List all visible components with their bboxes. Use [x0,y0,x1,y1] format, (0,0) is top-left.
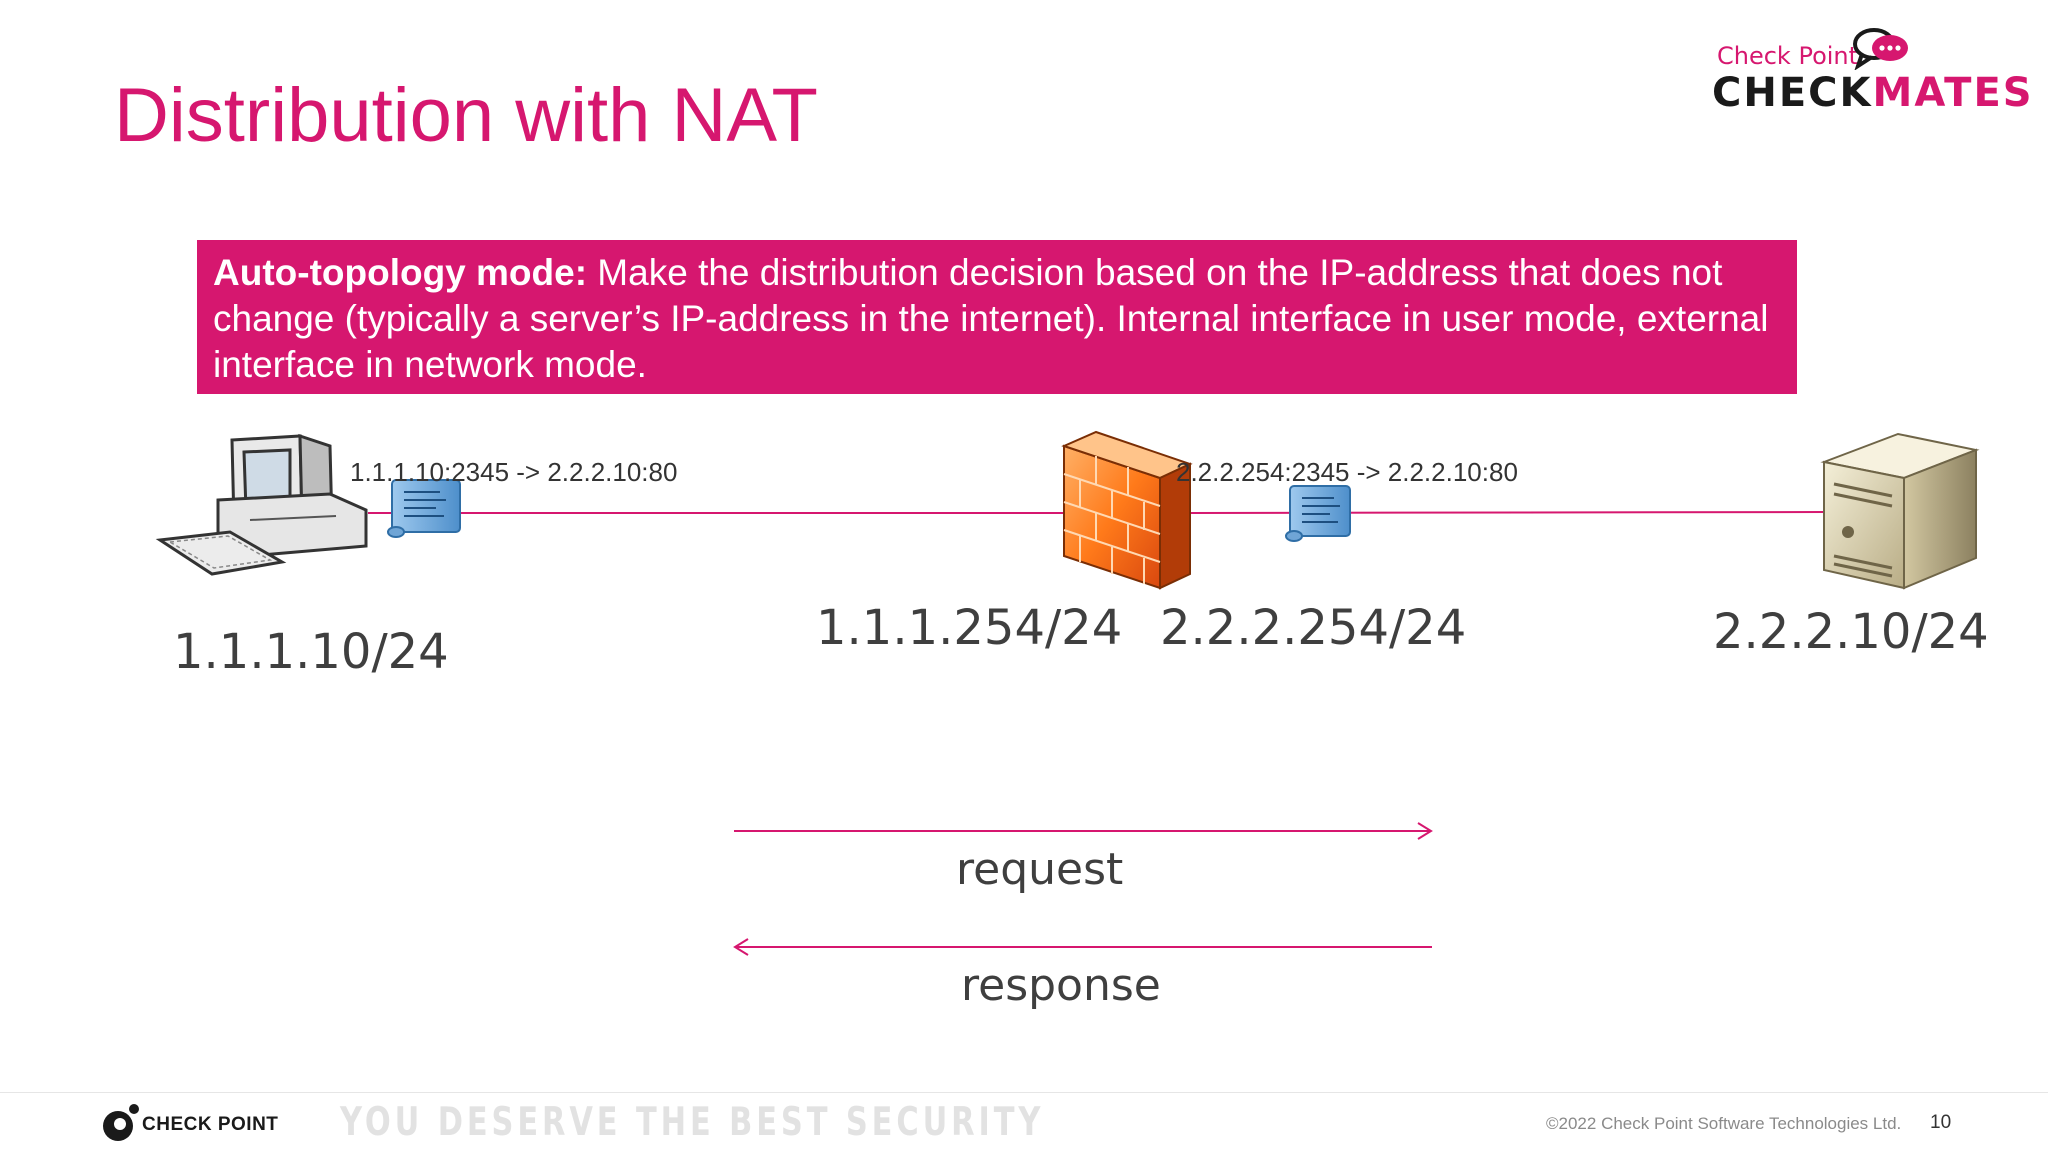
page-number: 10 [1930,1112,1952,1133]
checkmates-logo-top: Check Point [1717,42,1859,70]
request-arrow [734,822,1433,840]
chat-bubble-icon [1853,28,1908,70]
footer-tagline: YOU DESERVE THE BEST SECURITY [340,1100,1045,1145]
packet-icon-left [387,479,461,538]
callout-text: Make the distribution decision based on … [213,252,1769,385]
computer-icon [155,433,368,576]
link-firewall-server [1189,511,1829,514]
server-ip-label: 2.2.2.10/24 [1713,604,1989,660]
check-point-logo-icon [103,1104,139,1141]
packet-icon-right [1285,485,1351,542]
footer-divider [0,1092,2048,1093]
footer-copyright: ©2022 Check Point Software Technologies … [1546,1114,1902,1133]
response-label: response [961,960,1161,1011]
check-point-logo: CHECK POINT [100,1098,300,1148]
firewall-icon [1061,430,1193,590]
response-arrow [733,938,1432,956]
request-label: request [956,844,1124,895]
firewall-external-ip-label: 2.2.2.254/24 [1160,600,1467,656]
server-icon [1820,432,1980,590]
client-ip-label: 1.1.1.10/24 [173,624,449,680]
callout-heading: Auto-topology mode: [213,252,588,293]
check-point-logo-text: CHECK POINT [142,1114,279,1135]
checkmates-logo: Check Point CHECKMATES [1712,26,2032,116]
left-packet-address: 1.1.1.10:2345 -> 2.2.2.10:80 [350,457,678,487]
auto-topology-callout: Auto-topology mode: Make the distributio… [197,240,1797,394]
checkmates-logo-wordmark: CHECKMATES [1712,70,2034,116]
firewall-internal-ip-label: 1.1.1.254/24 [816,600,1123,656]
slide-title: Distribution with NAT [114,73,818,158]
right-packet-address: 2.2.2.254:2345 -> 2.2.2.10:80 [1176,457,1518,487]
